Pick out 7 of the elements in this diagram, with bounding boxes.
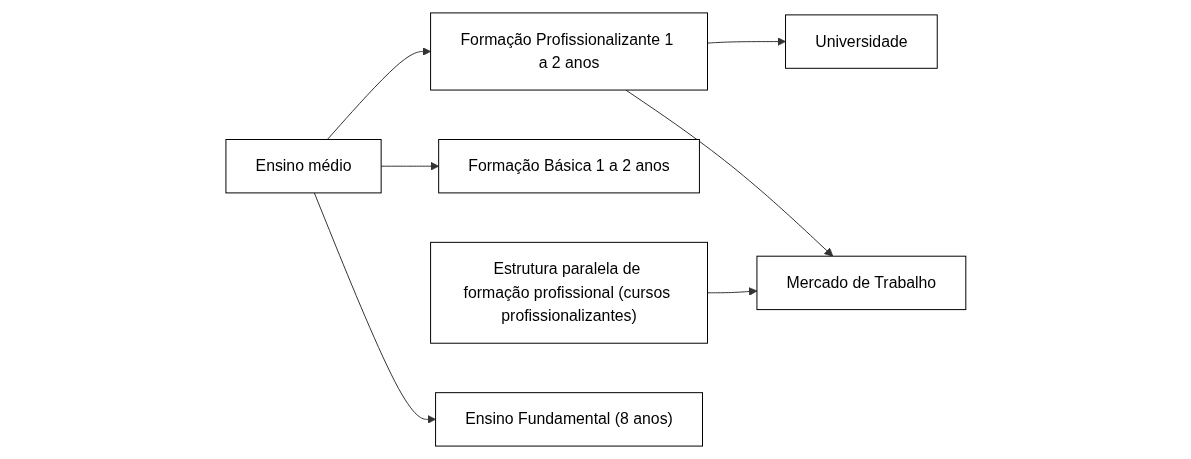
node-box: Estrutura paralela de formação profissional (cursos profissionalizantes) <box>429 241 708 344</box>
node-box: Universidade <box>784 14 938 69</box>
node-box: Formação Básica 1 a 2 anos <box>437 139 700 194</box>
node-box: Ensino Fundamental (8 anos) <box>434 392 703 447</box>
node-box: Formação Profissionalizante 1 a 2 anos <box>429 12 708 91</box>
node-box: Ensino médio <box>225 139 382 194</box>
node-box: Mercado de Trabalho <box>756 255 966 311</box>
